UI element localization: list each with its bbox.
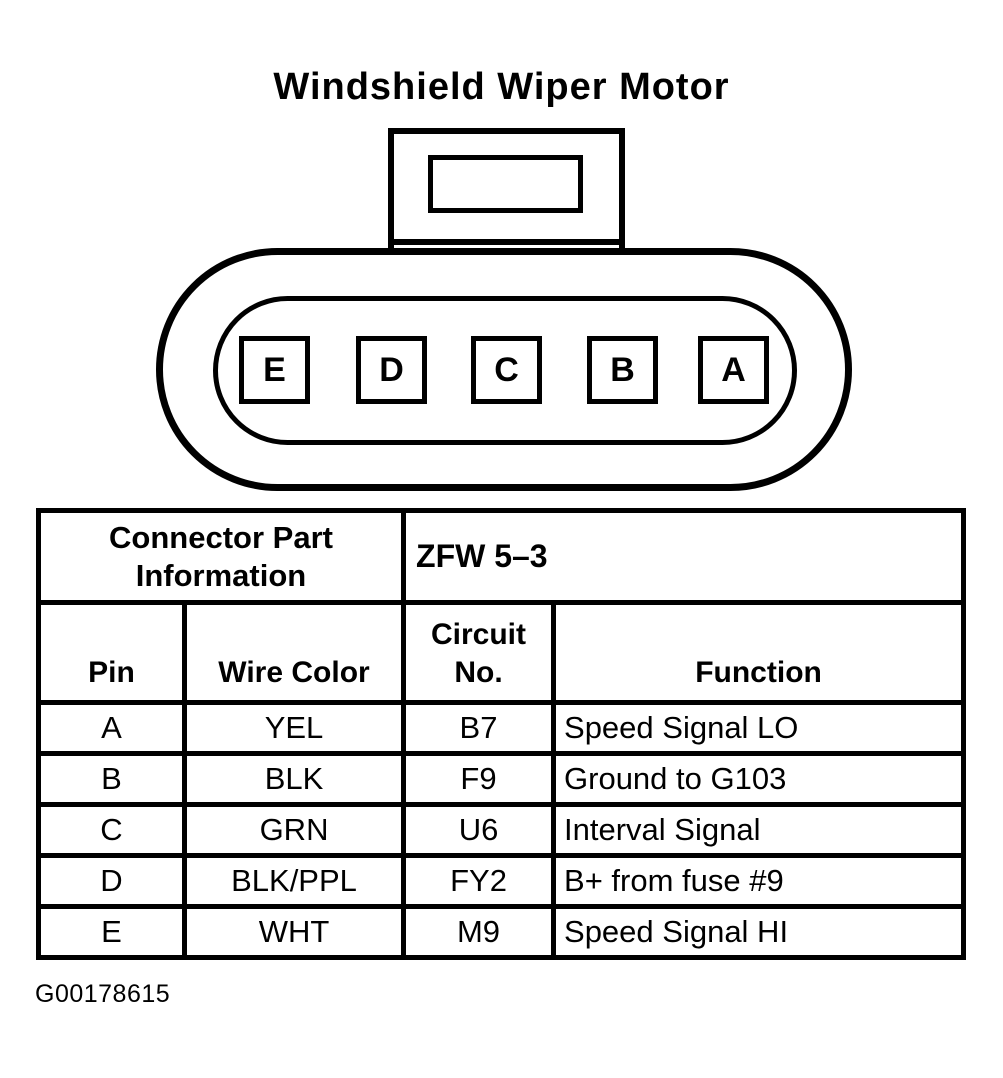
cell-circuit-no: B7 <box>401 700 557 756</box>
pin-label-E: E <box>263 350 286 389</box>
cell-pin: E <box>36 904 187 960</box>
figure-title: Windshield Wiper Motor <box>273 66 730 108</box>
cell-pin: A <box>36 700 187 756</box>
cell-wire-color: GRN <box>181 802 407 858</box>
pin-label-B: B <box>610 350 635 389</box>
cell-function: Ground to G103 <box>551 751 967 807</box>
column-header-pin: Pin <box>36 600 187 705</box>
column-header-wire-color: Wire Color <box>181 600 407 705</box>
cell-pin: D <box>36 853 187 909</box>
cell-function: B+ from fuse #9 <box>551 853 967 909</box>
table-row-pin-c: C GRN U6 Interval Signal <box>36 802 967 858</box>
table-row-pin-e: E WHT M9 Speed Signal HI <box>36 904 967 960</box>
table-header-row: Pin Wire Color Circuit No. Function <box>36 600 967 705</box>
pin-box-B: B <box>587 336 658 404</box>
pin-label-A: A <box>721 350 746 389</box>
pin-box-E: E <box>239 336 310 404</box>
column-header-circuit-no: Circuit No. <box>401 600 557 705</box>
cell-wire-color: BLK <box>181 751 407 807</box>
part-info-label: Connector Part Information <box>35 508 407 605</box>
cell-function: Interval Signal <box>551 802 967 858</box>
cell-circuit-no: M9 <box>401 904 557 960</box>
cell-circuit-no: FY2 <box>401 853 557 909</box>
cell-function: Speed Signal HI <box>551 904 967 960</box>
pin-label-D: D <box>379 350 404 389</box>
pinout-table: Connector Part Information ZFW 5–3 Pin W… <box>35 508 967 960</box>
table-row-pin-d: D BLK/PPL FY2 B+ from fuse #9 <box>36 853 967 909</box>
table-row-part-info: Connector Part Information ZFW 5–3 <box>35 508 967 605</box>
cell-circuit-no: U6 <box>401 802 557 858</box>
cell-circuit-no: F9 <box>401 751 557 807</box>
cell-wire-color: WHT <box>181 904 407 960</box>
connector-tab-window <box>428 155 583 213</box>
column-header-function: Function <box>551 600 967 705</box>
connector-tab <box>388 128 625 245</box>
pin-box-C: C <box>471 336 542 404</box>
cell-wire-color: YEL <box>181 700 407 756</box>
cell-pin: B <box>36 751 187 807</box>
cell-pin: C <box>36 802 187 858</box>
table-row-pin-b: B BLK F9 Ground to G103 <box>36 751 967 807</box>
part-number: ZFW 5–3 <box>401 508 967 605</box>
pin-box-D: D <box>356 336 427 404</box>
table-row-pin-a: A YEL B7 Speed Signal LO <box>36 700 967 756</box>
cell-wire-color: BLK/PPL <box>181 853 407 909</box>
pin-box-A: A <box>698 336 769 404</box>
figure-code: G00178615 <box>35 980 171 1008</box>
pin-label-C: C <box>494 350 519 389</box>
cell-function: Speed Signal LO <box>551 700 967 756</box>
